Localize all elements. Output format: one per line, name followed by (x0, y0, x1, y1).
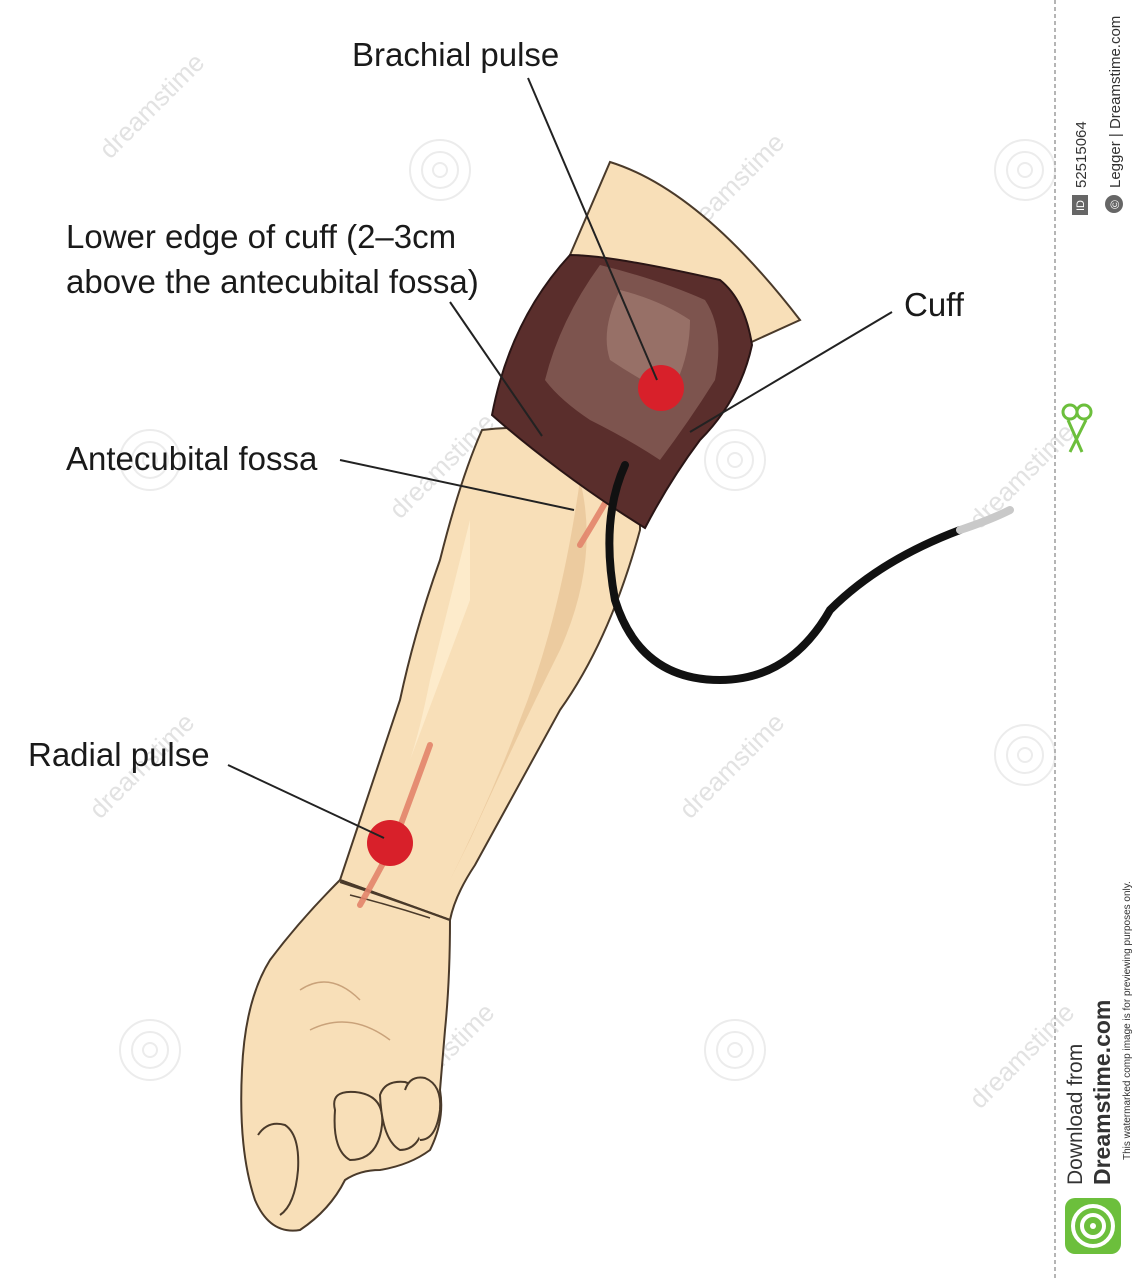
radial-pulse-point (367, 820, 413, 866)
copyright-badge (1105, 195, 1123, 213)
wrist-crease (349, 894, 431, 919)
lower-edge-label-line1: Lower edge of cuff (2–3cm (66, 218, 456, 255)
watermark-text: dreamstime (93, 47, 210, 164)
site-name: Dreamstime.com (1089, 1000, 1115, 1185)
radial-pulse-label: Radial pulse (28, 736, 210, 773)
watermark-text: dreamstime (963, 997, 1080, 1114)
image-id: 52515064 (1073, 121, 1090, 188)
lower-edge-label-line2: above the antecubital fossa) (66, 263, 479, 300)
brachial-pulse-leader (527, 77, 658, 381)
hand (240, 878, 452, 1232)
brachial-pulse-point (638, 365, 684, 411)
cuff-leader (689, 311, 893, 433)
copyright-symbol: © (1108, 200, 1122, 209)
arm-illustration (240, 160, 1014, 1232)
cuff-tube (605, 461, 964, 685)
download-from-text: Download from (1064, 1044, 1087, 1185)
cuff-tube-fade (956, 506, 1014, 534)
thumb (257, 1122, 300, 1216)
watermark-text: dreamstime (673, 707, 790, 824)
radial-pulse-leader (227, 764, 385, 839)
lower-edge-leader (449, 301, 543, 437)
finger (404, 1076, 442, 1141)
disclaimer-text: This watermarked comp image is for previ… (1122, 881, 1133, 1160)
brachial-pulse-label: Brachial pulse (352, 36, 559, 73)
credit-text: Legger | Dreamstime.com (1107, 16, 1124, 188)
dreamstime-logo-icon (1065, 1198, 1121, 1254)
labels: Brachial pulse Lower edge of cuff (2–3cm… (28, 36, 965, 773)
cuff-label: Cuff (904, 286, 965, 323)
finger (333, 1090, 384, 1162)
antecubital-fossa-leader (339, 459, 575, 511)
id-badge-text: ID (1075, 200, 1087, 211)
wrist-crease (339, 881, 451, 921)
stock-sidebar: ID 52515064 © Legger | Dreamstime.com Do… (1054, 0, 1133, 1280)
watermark-text: dreamstime (963, 417, 1080, 534)
scissors-icon (1061, 403, 1093, 453)
forearm-highlight (410, 520, 470, 760)
id-badge (1072, 195, 1088, 215)
leader-lines (227, 77, 893, 839)
upper-arm (568, 160, 802, 347)
hand-tendon (299, 981, 391, 1041)
antecubital-fossa-label: Antecubital fossa (66, 440, 318, 477)
